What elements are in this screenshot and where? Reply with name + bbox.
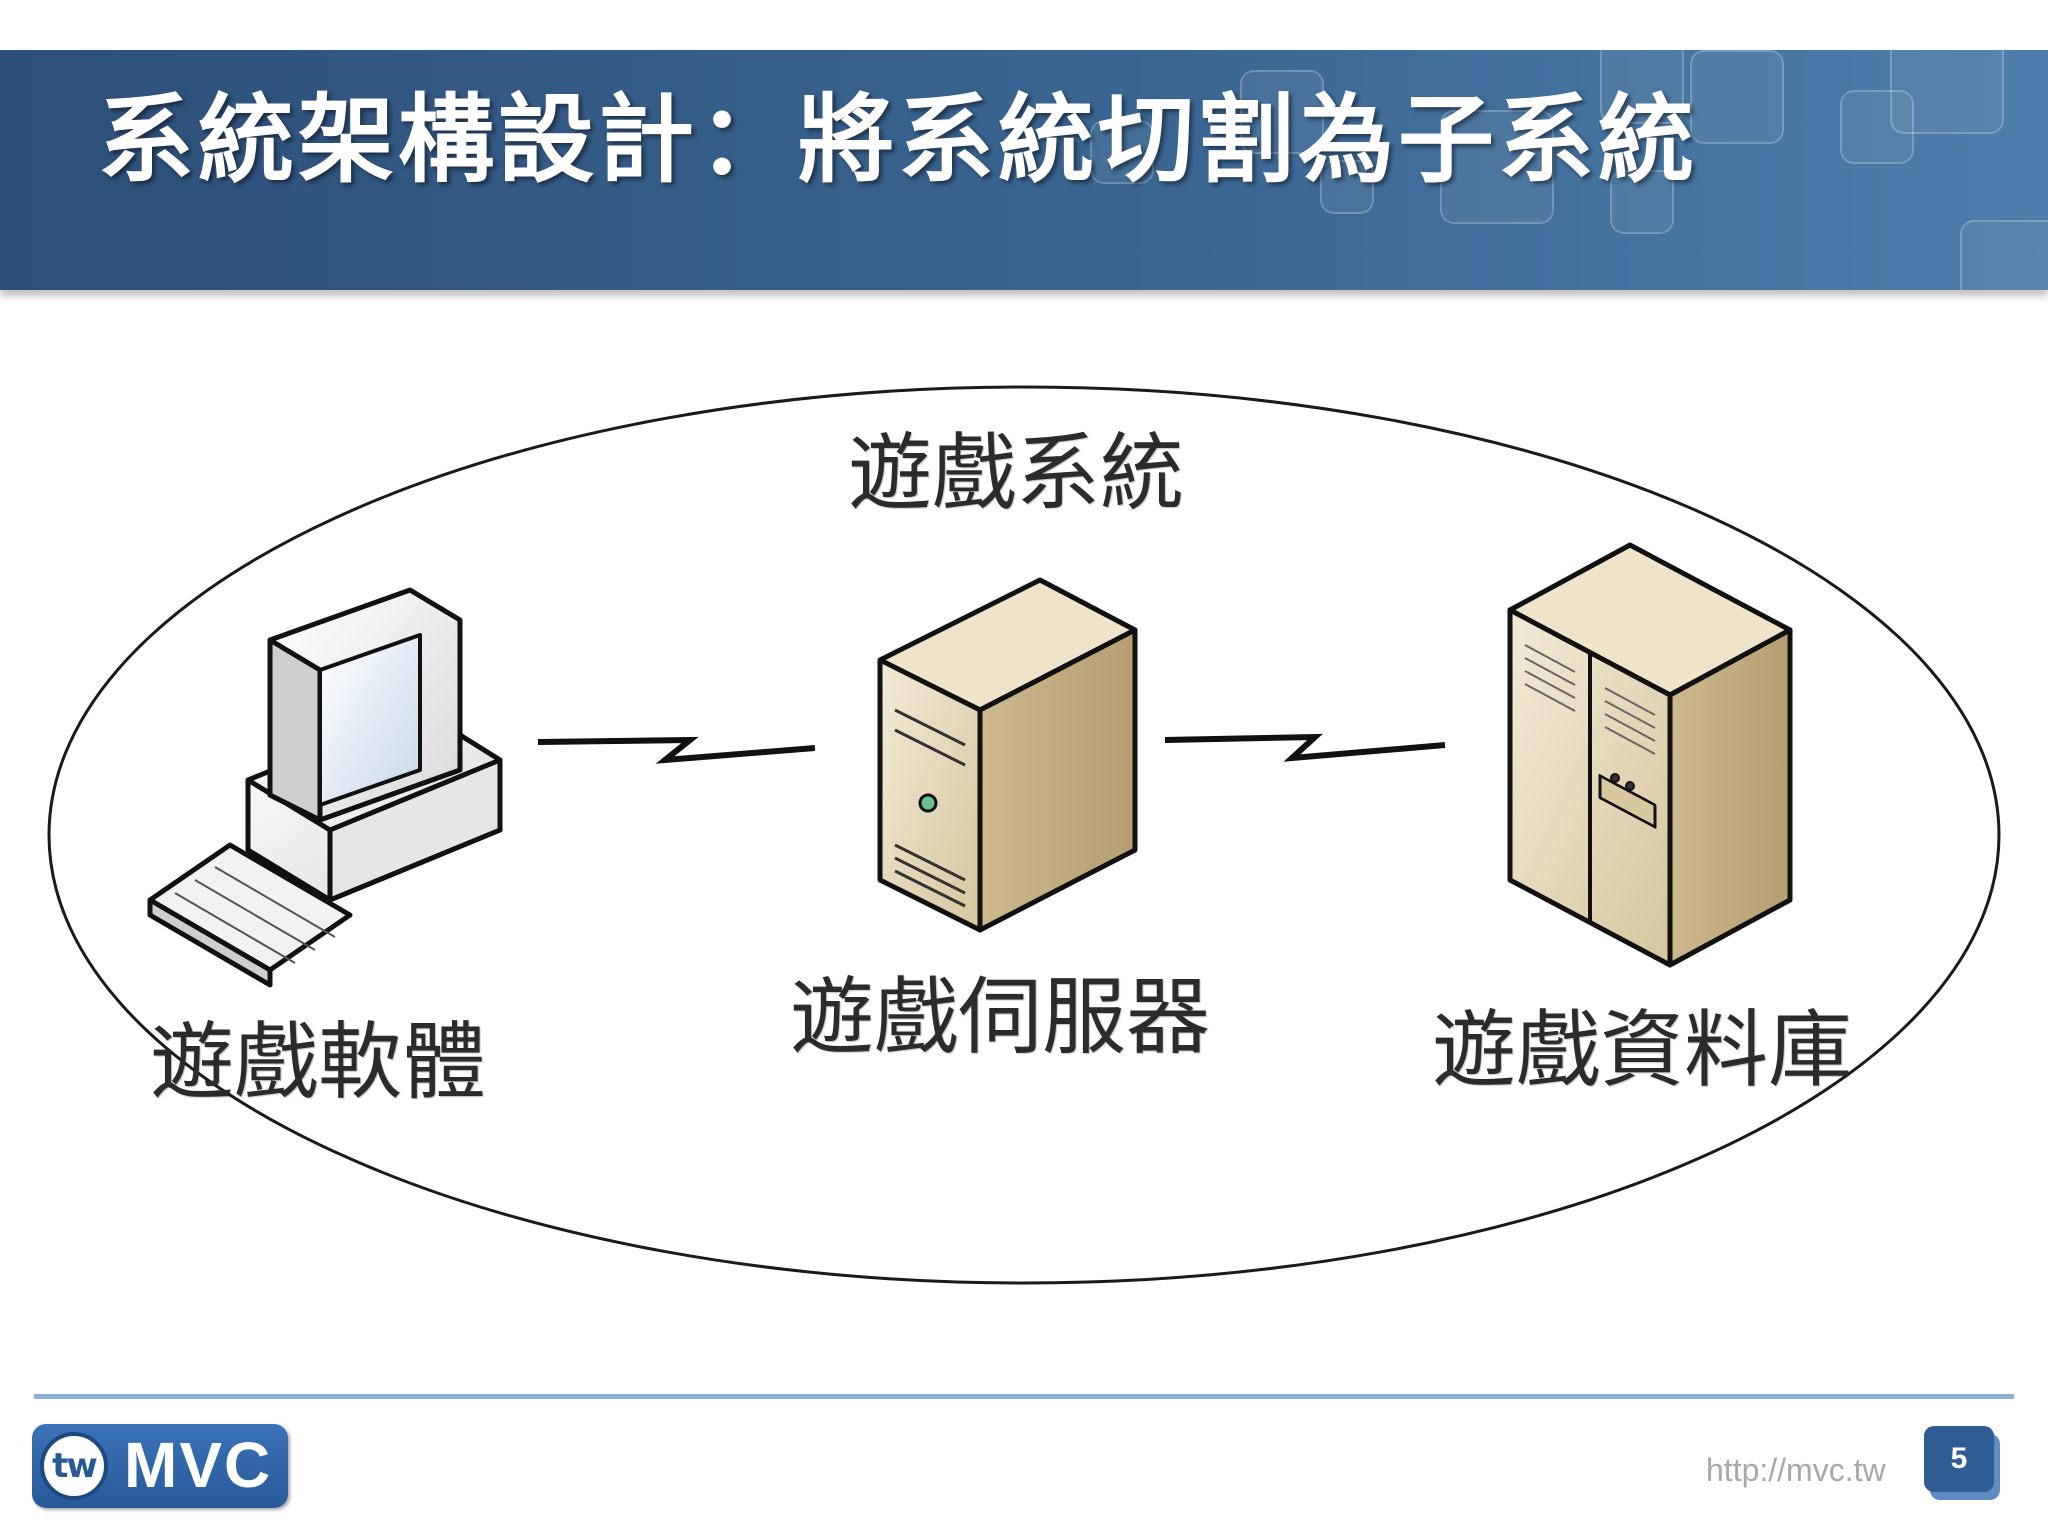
decor-square [1610, 170, 1674, 234]
logo-text: MVC [124, 1429, 273, 1501]
desktop-computer-icon [147, 587, 503, 988]
logo-badge: tw [40, 1432, 108, 1500]
decor-square [1240, 70, 1324, 154]
tower-server-icon [877, 577, 1138, 933]
node-label-client: 遊戲軟體 [150, 1013, 487, 1111]
page-number-badge: 5 [1924, 1426, 1994, 1492]
footer-url: http://mvc.tw [1706, 1452, 1886, 1488]
diagram-canvas [47, 385, 2001, 1285]
lightning-connector-server-database [1164, 733, 1446, 762]
node-label-database: 遊戲資料庫 [1432, 1001, 1853, 1099]
decor-square [1960, 220, 2048, 290]
slide-title: 系統架構設計：將系統切割為子系統 [98, 84, 1698, 196]
decor-square [1320, 160, 1374, 214]
decor-square [1090, 120, 1154, 184]
decor-square [1890, 50, 2004, 134]
decor-square [1690, 50, 1784, 144]
system-diagram: 遊戲系統 遊戲軟體 遊戲伺服器 遊戲資料庫 [0, 290, 2048, 1370]
decor-square [1440, 110, 1554, 224]
decor-square [1600, 50, 1684, 124]
lightning-connector-client-server [537, 736, 816, 764]
system-label: 遊戲系統 [848, 424, 1185, 522]
title-banner [0, 50, 2048, 290]
node-label-server: 遊戲伺服器 [790, 968, 1211, 1066]
footer-divider [34, 1394, 2014, 1399]
twmvc-logo: tw MVC [32, 1424, 288, 1508]
database-server-icon [1507, 542, 1793, 968]
system-boundary-ellipse [47, 385, 2001, 1285]
